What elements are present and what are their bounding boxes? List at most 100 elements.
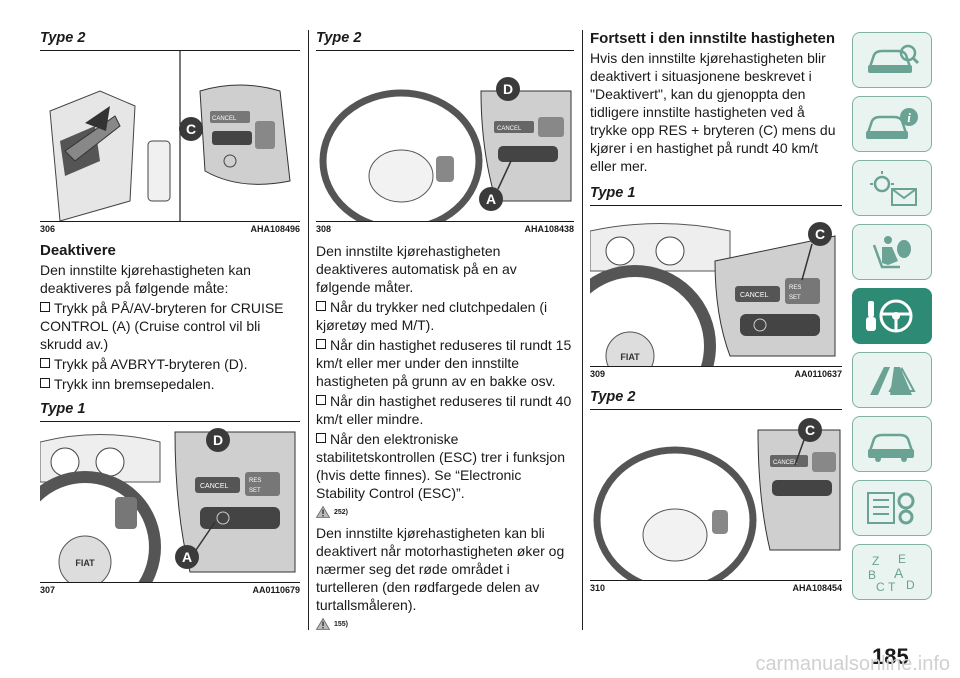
fig307-code: AA0110679 [252,585,300,595]
checkbox-icon [40,302,50,312]
svg-text:C: C [876,580,885,593]
fig309-code: AA0110637 [794,369,842,379]
svg-text:i: i [907,110,911,125]
car-search-icon [868,44,920,73]
fig307-caption: 307 AA0110679 [40,585,300,595]
fig306-number: 306 [40,224,56,234]
auto-outro: Den innstilte kjørehastigheten kan bli d… [316,525,565,613]
deactivate-heading: Deaktivere [40,242,116,259]
alphabet-index-icon: Z E B A C T D [868,552,915,593]
svg-text:E: E [898,552,906,566]
checkbox-icon [316,395,326,405]
fig309-number: 309 [590,369,606,379]
figure-307: FIAT CANCEL RES SET D A [40,421,300,583]
tab-index[interactable]: Z E B A C T D [852,544,932,600]
callout-a: A [486,191,496,207]
cancel-label: CANCEL [200,483,229,490]
tab-car-search[interactable] [852,32,932,88]
steering-wheel-key-icon [866,299,913,333]
callout-c: C [186,121,196,137]
set-label: SET [249,488,261,494]
cancel-label: CANCEL [740,292,769,299]
tab-maintenance[interactable] [852,416,932,472]
column-divider [582,30,583,630]
fig310-heading: Type 2 [590,389,636,405]
warning-ref-155: 155) [316,618,574,630]
warning-triangle-icon [316,618,330,630]
tab-emergency[interactable] [852,352,932,408]
tab-safety[interactable] [852,224,932,280]
figure-308: CANCEL D A [316,50,574,222]
tab-car-info[interactable]: i [852,96,932,152]
cancel-label: CANCEL [497,126,522,132]
callout-c: C [815,226,825,242]
fig309-caption: 309 AA0110637 [590,369,842,379]
column-middle: Type 2 CANCEL D A 308 AHA108438 Den inns… [316,30,574,636]
warning-ref-text: 155) [334,620,349,628]
callout-d: D [213,432,223,448]
fig308-number: 308 [316,224,332,234]
resume-heading: Fortsett i den innstilte hastigheten [590,30,836,47]
fig306-code: AHA108496 [250,224,300,234]
auto-bullet: Når den elektroniske stabilitetskontroll… [316,431,565,501]
deactivate-bullet: Trykk inn bremsepedalen. [40,375,300,393]
tab-technical-data[interactable] [852,480,932,536]
auto-bullet: Når din hastighet reduseres til rundt 40… [316,393,572,427]
warning-ref-text: 252) [334,508,349,516]
fig308-code: AHA108438 [524,224,574,234]
fig308-heading: Type 2 [316,30,362,46]
auto-bullet: Når du trykker ned clutchpedalen (i kjør… [316,299,548,333]
fig307-heading: Type 1 [40,401,86,417]
fig308-caption: 308 AHA108438 [316,224,574,234]
cancel-label: CANCEL [773,460,798,466]
fig310-number: 310 [590,583,606,593]
specifications-gear-icon [867,492,915,525]
warning-triangle-icon [316,506,330,518]
callout-a: A [182,549,192,565]
fig307-number: 307 [40,585,56,595]
car-info-icon: i [866,108,918,139]
figure-306: CANCEL C [40,50,300,222]
checkbox-icon [40,378,50,388]
svg-text:D: D [906,578,915,592]
figure-309: FIAT CANCEL RES SET C [590,205,842,367]
fig309-heading: Type 1 [590,185,636,201]
column-right: Fortsett i den innstilte hastigheten Hvi… [590,30,842,601]
set-label: SET [789,295,801,301]
fiat-logo-label: FIAT [75,558,95,568]
auto-bullet: Når din hastighet reduseres til rundt 15… [316,337,572,389]
svg-text:B: B [868,568,876,582]
fiat-logo-label: FIAT [620,352,640,362]
road-warning-icon [870,366,916,395]
page-number: 185 [872,644,909,669]
auto-intro: Den innstilte kjørehastigheten deaktiver… [316,243,517,295]
callout-d: D [503,81,513,97]
figure-310: CANCEL C [590,409,842,581]
tab-warning-lights[interactable] [852,160,932,216]
deactivate-bullet: Trykk på AVBRYT-bryteren (D). [40,355,300,373]
svg-text:A: A [894,565,904,581]
cancel-label: CANCEL [212,116,237,122]
checkbox-icon [316,301,326,311]
callout-c: C [805,422,815,438]
fig310-caption: 310 AHA108454 [590,583,842,593]
deactivate-intro: Den innstilte kjørehastigheten kan deakt… [40,262,251,296]
fig306-heading: Type 2 [40,30,86,46]
deactivate-bullet: Trykk på PÅ/AV-bryteren for CRUISE CONTR… [40,300,284,352]
checkbox-icon [316,433,326,443]
warning-light-message-icon [870,171,917,206]
column-divider [308,30,309,630]
watermark: carmanualsonline.info [755,653,950,675]
warning-ref-252: 252) [316,506,574,518]
fig310-code: AHA108454 [792,583,842,593]
tab-starting-driving[interactable] [852,288,932,344]
res-label: RES [249,478,261,484]
svg-text:T: T [888,580,896,593]
checkbox-icon [316,339,326,349]
svg-text:Z: Z [872,554,879,568]
resume-text: Hvis den innstilte kjørehastigheten blir… [590,50,836,174]
res-label: RES [789,285,801,291]
column-left: Type 2 CANCEL C 306 AHA108496 Deaktivere… [40,30,300,603]
airbag-seat-icon [872,236,911,269]
car-service-icon [868,433,914,462]
